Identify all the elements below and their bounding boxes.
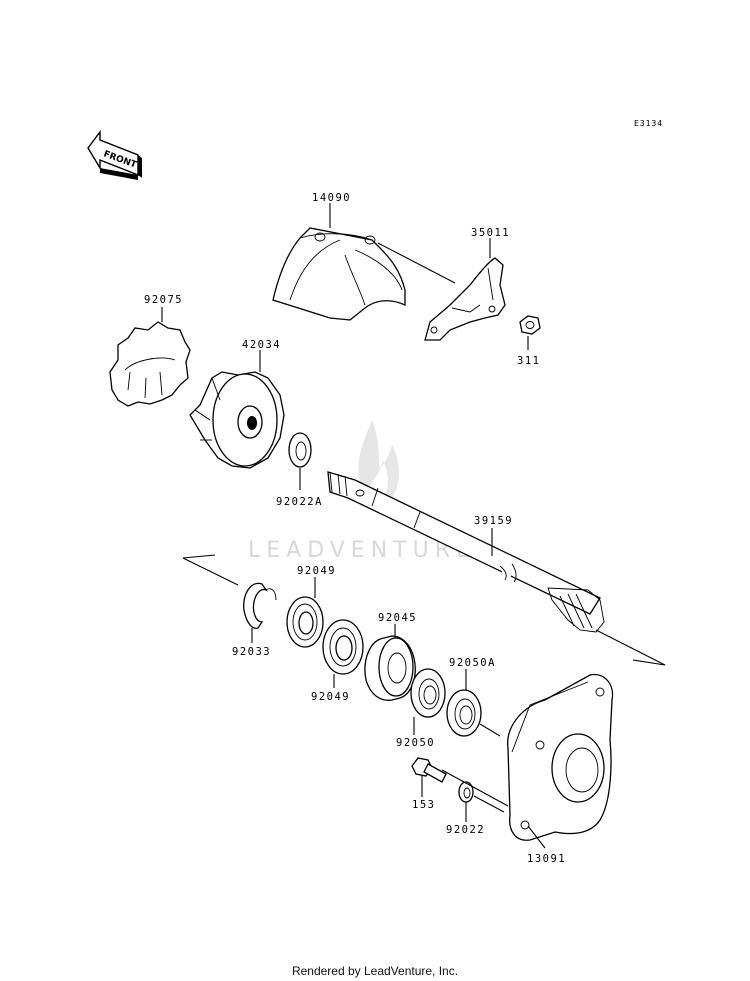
label-92045: 92045 xyxy=(378,612,417,624)
label-35011: 35011 xyxy=(471,227,510,239)
housing-part xyxy=(507,673,614,841)
shaft-part xyxy=(327,471,605,633)
bracket-part xyxy=(424,257,506,341)
label-42034: 42034 xyxy=(242,339,281,351)
bearing-part-2 xyxy=(322,619,364,675)
impeller-part xyxy=(189,371,285,469)
label-92022A: 92022A xyxy=(276,496,323,508)
circlip-part xyxy=(243,582,277,629)
label-92050: 92050 xyxy=(396,737,435,749)
leader-lines xyxy=(161,203,546,849)
label-92022: 92022 xyxy=(446,824,485,836)
label-153: 153 xyxy=(412,799,435,811)
label-92049-top: 92049 xyxy=(297,565,336,577)
watermark-text: LEADVENTURE xyxy=(248,538,476,563)
bearing-part-1 xyxy=(286,596,324,648)
washer-part-lower xyxy=(458,781,474,803)
seal-part-2 xyxy=(446,689,482,737)
label-92050A: 92050A xyxy=(449,657,496,669)
label-92033: 92033 xyxy=(232,646,271,658)
watermark: LEADVENTURE xyxy=(248,420,476,563)
damper-part xyxy=(109,321,191,407)
label-39159: 39159 xyxy=(474,515,513,527)
cover-part xyxy=(272,227,406,321)
front-arrow-icon: FRONT xyxy=(87,129,142,180)
ref-code: E3134 xyxy=(634,119,663,128)
nut-part xyxy=(519,315,541,335)
label-92075: 92075 xyxy=(144,294,183,306)
bolt-part xyxy=(411,757,447,783)
seal-part-1 xyxy=(410,668,446,718)
label-14090: 14090 xyxy=(312,192,351,204)
bearing-part-3 xyxy=(364,635,416,701)
label-13091: 13091 xyxy=(527,853,566,865)
axis-line xyxy=(182,554,666,666)
label-92049-bottom: 92049 xyxy=(311,691,350,703)
label-311: 311 xyxy=(517,355,540,367)
washer-part-upper xyxy=(288,432,312,468)
footer-credit: Rendered by LeadVenture, Inc. xyxy=(291,964,459,978)
